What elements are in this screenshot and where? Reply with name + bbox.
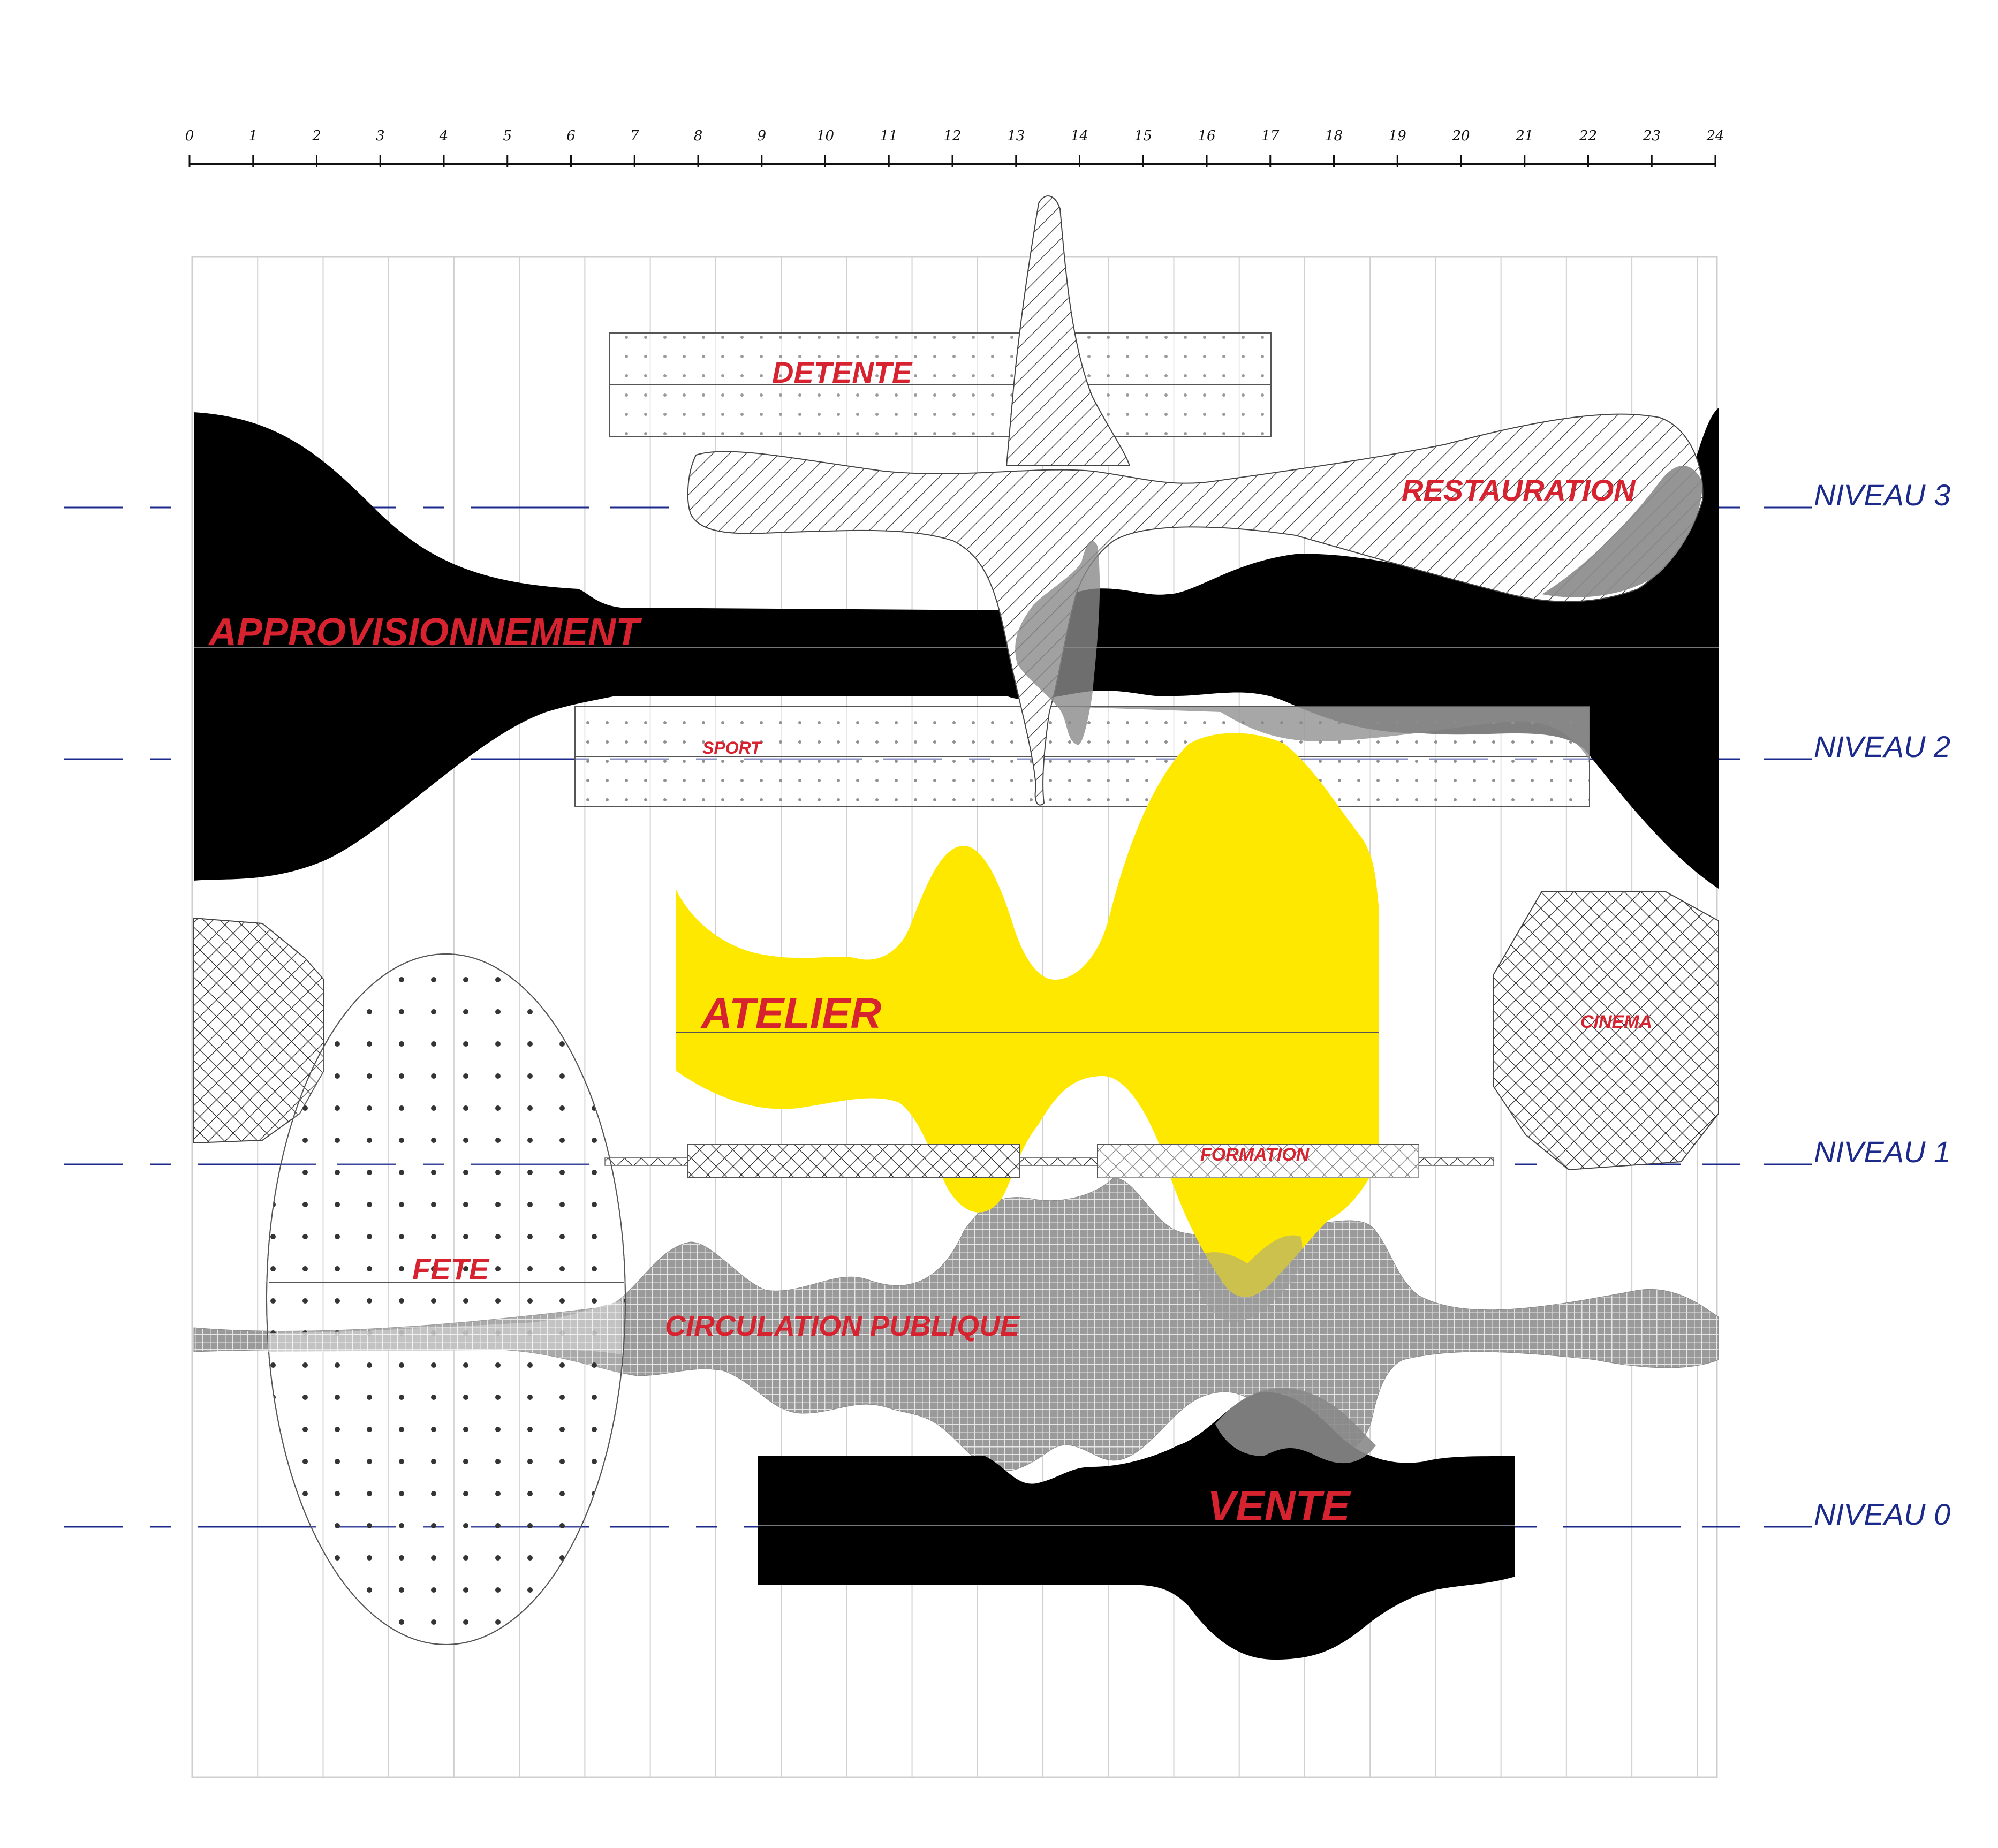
niveau2-label: NIVEAU 2 bbox=[1814, 730, 1950, 763]
label-vente: VENTE bbox=[1207, 1482, 1351, 1529]
label-restauration: RESTAURATION bbox=[1402, 473, 1636, 507]
hour-label: 14 bbox=[1071, 128, 1088, 144]
hour-label: 12 bbox=[943, 128, 961, 144]
vente-circulation-overlap bbox=[1215, 1388, 1376, 1464]
niveau3-label: NIVEAU 3 bbox=[1814, 478, 1950, 512]
hour-label: 6 bbox=[566, 128, 576, 144]
restauration-overlap-grey bbox=[1015, 541, 1100, 745]
fete-circulation-overlap bbox=[268, 1301, 621, 1354]
hour-label: 24 bbox=[1706, 128, 1724, 144]
hour-label: 13 bbox=[1007, 128, 1025, 144]
hour-label: 1 bbox=[248, 128, 258, 144]
hour-label: 22 bbox=[1579, 128, 1597, 144]
hour-label: 17 bbox=[1261, 128, 1280, 144]
label-detente: DETENTE bbox=[772, 355, 913, 389]
formation-block bbox=[604, 1144, 1494, 1178]
hour-label: 4 bbox=[439, 128, 449, 144]
restauration-right-grey bbox=[1542, 466, 1702, 597]
hour-label: 9 bbox=[757, 128, 766, 144]
detente-block bbox=[609, 332, 1272, 437]
hour-label: 19 bbox=[1389, 128, 1406, 144]
label-formation: FORMATION bbox=[1200, 1145, 1310, 1165]
label-circulation-publique: CIRCULATION PUBLIQUE bbox=[665, 1310, 1020, 1342]
hour-label: 20 bbox=[1451, 128, 1470, 144]
hour-label: 0 bbox=[185, 128, 194, 144]
hour-label: 15 bbox=[1134, 128, 1152, 144]
niveau1-label: NIVEAU 1 bbox=[1814, 1135, 1950, 1169]
hour-label: 8 bbox=[694, 128, 703, 144]
hour-label: 11 bbox=[880, 128, 898, 144]
label-sport: SPORT bbox=[702, 738, 762, 758]
sport-overlap-grey bbox=[1065, 707, 1590, 760]
detente-spike bbox=[1005, 195, 1131, 466]
hour-label: 2 bbox=[312, 128, 321, 144]
circulation-publique-shape bbox=[193, 1177, 1719, 1472]
restauration-shape bbox=[687, 413, 1704, 806]
atelier-circulation-overlap bbox=[1194, 1235, 1303, 1322]
niveau0-label: NIVEAU 0 bbox=[1814, 1497, 1950, 1531]
hour-label: 5 bbox=[503, 128, 512, 144]
hour-label: 7 bbox=[630, 128, 639, 144]
hour-label: 23 bbox=[1643, 128, 1661, 144]
label-atelier: ATELIER bbox=[700, 989, 882, 1037]
hour-label: 18 bbox=[1325, 128, 1343, 144]
hour-label: 10 bbox=[816, 128, 834, 144]
hour-label: 21 bbox=[1515, 128, 1533, 144]
label-fete: FETE bbox=[412, 1252, 490, 1286]
hour-label: 16 bbox=[1198, 128, 1215, 144]
label-cinema: CINEMA bbox=[1580, 1012, 1652, 1032]
cinema-shape bbox=[1493, 891, 1719, 1171]
label-approvisionnement: APPROVISIONNEMENT bbox=[208, 611, 642, 654]
hour-label: 3 bbox=[376, 128, 385, 144]
fete-shape bbox=[266, 953, 626, 1645]
